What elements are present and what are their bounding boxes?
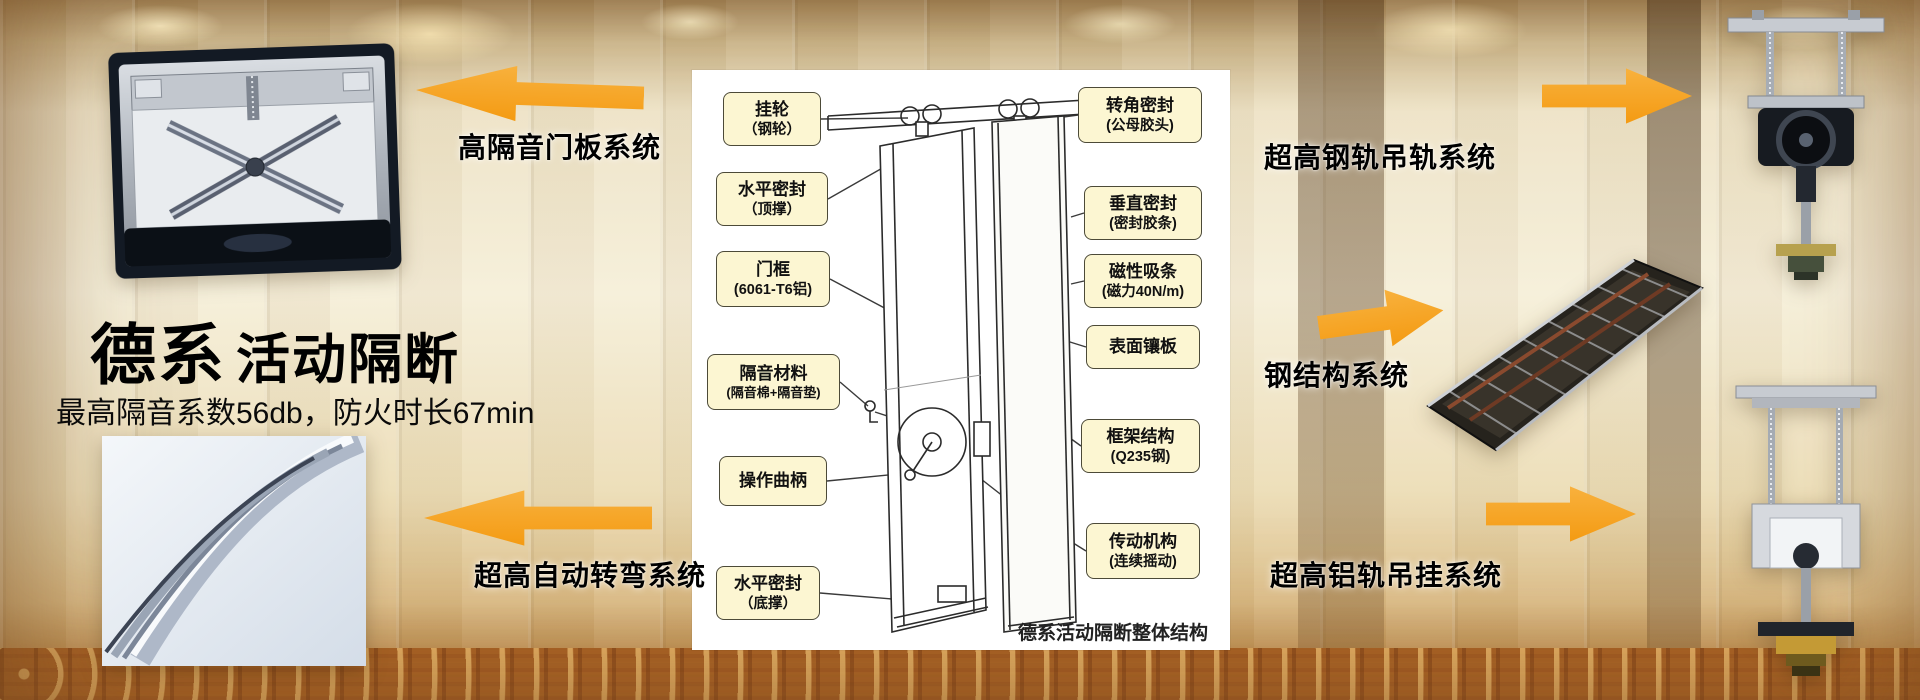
callout-drive-mechanism: 传动机构 (连续摇动) xyxy=(1086,523,1200,579)
callout-surface-panel: 表面镶板 xyxy=(1086,325,1200,369)
callout-line: (隔音棉+隔音垫) xyxy=(726,384,821,400)
callout-line: (密封胶条) xyxy=(1109,215,1177,232)
diagram-caption: 德系活动隔断整体结构 xyxy=(1018,623,1209,644)
callout-vertical-seal: 垂直密封 (密封胶条) xyxy=(1084,186,1202,240)
callout-bottom-seal: 水平密封 （底撑） xyxy=(716,566,820,620)
callout-acoustic-material: 隔音材料 (隔音棉+隔音垫) xyxy=(707,354,840,410)
callout-hanging-wheel: 挂轮 （钢轮） xyxy=(723,92,821,146)
callout-line: 垂直密封 xyxy=(1109,194,1177,214)
photo-aluminum-rail-hanger xyxy=(1700,380,1912,690)
callout-line: (6061-T6铝) xyxy=(733,281,813,298)
callout-line: 表面镶板 xyxy=(1109,337,1177,357)
label-auto-turn-system: 超高自动转弯系统 xyxy=(474,560,707,591)
callout-line: 隔音材料 xyxy=(739,364,808,384)
callout-line: （钢轮） xyxy=(743,121,801,138)
callout-line: (磁力40N/m) xyxy=(1101,283,1185,300)
photo-steel-structure xyxy=(1418,238,1710,456)
partition-structure-drawing xyxy=(819,98,1103,634)
label-door-panel-system: 高隔音门板系统 xyxy=(458,132,662,163)
product-title: 德系活动隔断 xyxy=(90,302,460,398)
diagram-panel: 挂轮 （钢轮） 水平密封 （顶撑） 门框 (6061-T6铝) 隔音材料 (隔音… xyxy=(692,70,1230,650)
steel-rail-hanger-image xyxy=(1727,10,1885,280)
callout-line: 转角密封 xyxy=(1106,96,1174,116)
photo-door-panel-mechanism xyxy=(103,21,408,307)
callout-line: 磁性吸条 xyxy=(1109,262,1177,282)
callout-line: （顶撑） xyxy=(743,201,801,218)
callout-magnetic-strip: 磁性吸条 (磁力40N/m) xyxy=(1084,254,1202,308)
aluminum-rail-hanger-image xyxy=(1735,385,1877,676)
callout-line: 操作曲柄 xyxy=(739,471,807,491)
callout-frame-structure: 框架结构 (Q235钢) xyxy=(1081,419,1200,473)
callout-line: 水平密封 xyxy=(738,180,806,200)
callout-line: 框架结构 xyxy=(1106,427,1175,447)
callout-line: (Q235钢) xyxy=(1110,448,1171,465)
callout-line: 门框 xyxy=(756,260,790,280)
callout-line: 水平密封 xyxy=(734,574,802,594)
title-brand: 德系 xyxy=(90,318,226,392)
callout-line: (公母胶头) xyxy=(1106,117,1174,134)
steel-structure-image xyxy=(1426,258,1704,452)
callout-door-frame: 门框 (6061-T6铝) xyxy=(716,251,830,307)
label-alu-rail-system: 超高铝轨吊挂系统 xyxy=(1270,560,1503,591)
callout-corner-seal: 转角密封 (公母胶头) xyxy=(1078,87,1202,143)
door-panel-mechanism-image xyxy=(108,43,402,279)
callout-line: 传动机构 xyxy=(1109,532,1177,552)
title-product: 活动隔断 xyxy=(236,330,460,390)
callout-crank-handle: 操作曲柄 xyxy=(719,456,827,506)
curved-track-image xyxy=(102,436,366,666)
callout-line: (连续摇动) xyxy=(1109,553,1177,570)
callout-line: 挂轮 xyxy=(755,100,789,120)
callout-line: （底撑） xyxy=(739,595,797,612)
product-subtitle: 最高隔音系数56db，防火时长67min xyxy=(56,397,535,430)
callout-top-seal: 水平密封 （顶撑） xyxy=(716,172,828,226)
photo-curved-track xyxy=(102,436,366,666)
label-steel-structure-system: 钢结构系统 xyxy=(1264,360,1410,391)
label-steel-rail-system: 超高钢轨吊轨系统 xyxy=(1264,142,1497,173)
photo-steel-rail-hanger xyxy=(1700,10,1912,284)
